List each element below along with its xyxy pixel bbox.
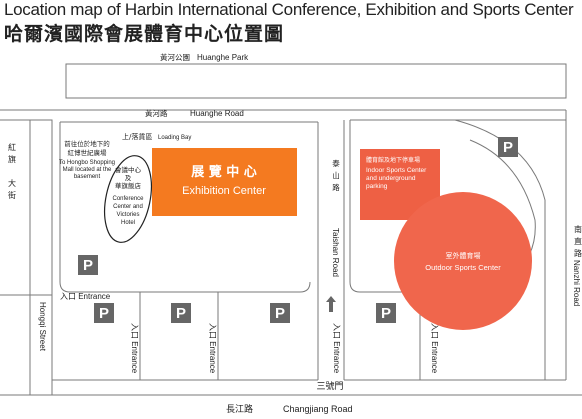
indoor-sports-label-en-3: parking <box>366 183 388 190</box>
conference-hotel-en-2: Center and <box>113 204 143 210</box>
conference-hotel-en-1: Conference <box>112 196 144 202</box>
sanhao-gate-label: 三號門 <box>316 380 343 392</box>
parking-icon-bottom-2: P <box>171 303 191 323</box>
huanghe-road-label-en: Huanghe Road <box>190 109 244 118</box>
exhibition-center-label-en: Exhibition Center <box>182 185 266 197</box>
nanzhi-road-zh-3: 路 <box>574 248 582 258</box>
huanghe-park-label-zh: 黃河公園 <box>160 52 190 62</box>
outdoor-sports-stadium <box>394 192 532 330</box>
indoor-sports-label-zh: 體育館及地下停車場 <box>366 156 420 164</box>
parking-icon-west: P <box>78 255 98 275</box>
taishan-road-zh-1: 泰 <box>332 158 340 168</box>
map-title-chinese: 哈爾濱國際會展體育中心位置圖 <box>4 23 285 45</box>
hongqi-street-en: Hongqi Street <box>38 302 47 352</box>
hongqi-street-zh-2: 旗 <box>8 154 16 164</box>
entrance-label-3: 入口 Entrance <box>332 323 341 374</box>
loading-bay-label-en: Loading Bay <box>158 135 191 141</box>
shopping-mall-en-3: basement <box>74 174 101 180</box>
entrance-label-west: 入口 Entrance <box>60 292 111 301</box>
exhibition-center-building <box>152 148 297 216</box>
indoor-sports-label-en-1: Indoor Sports Center <box>366 167 427 174</box>
changjiang-road-label-en: Changjiang Road <box>283 404 353 414</box>
hongqi-street-zh-3: 大 <box>8 178 16 188</box>
shopping-mall-zh-1: 前往位於地下的 <box>64 139 110 148</box>
huanghe-park-label-en: Huanghe Park <box>197 53 249 62</box>
parking-icon-bottom-4: P <box>376 303 396 323</box>
exhibition-center-label-zh: 展 覽 中 心 <box>191 164 257 180</box>
hongqi-street-zh-4: 街 <box>8 190 16 200</box>
entrance-label-1: 入口 Entrance <box>130 323 139 374</box>
shopping-mall-en-1: To Hongbo Shopping <box>59 160 115 166</box>
indoor-sports-label-en-2: and underground <box>366 175 416 182</box>
parking-icon-northeast: P <box>498 137 518 157</box>
hongqi-street-zh-1: 紅 <box>8 142 16 152</box>
map-title-english: Location map of Harbin International Con… <box>4 0 574 19</box>
outdoor-sports-label-zh: 室外體育場 <box>446 251 481 260</box>
conference-hotel-en-4: Hotel <box>121 220 135 226</box>
conference-hotel-zh-2: 及 <box>125 174 132 182</box>
direction-arrow-icon <box>326 296 336 312</box>
entrance-label-4: 入口 Entrance <box>430 323 439 374</box>
conference-hotel-zh-3: 華旗飯店 <box>115 181 142 190</box>
parking-icon-bottom-3: P <box>270 303 290 323</box>
road-network <box>0 109 582 396</box>
huanghe-park-block <box>65 63 567 99</box>
svg-text:P: P <box>176 305 186 322</box>
indoor-sports-building <box>360 149 440 220</box>
shopping-mall-en-2: Mall located at the <box>63 167 112 173</box>
outdoor-sports-label-en: Outdoor Sports Center <box>425 263 501 272</box>
taishan-road-en: Taishan Road <box>331 228 340 277</box>
shopping-mall-zh-2: 紅博世紀廣場 <box>68 148 108 157</box>
parking-icon-bottom-1: P <box>94 303 114 323</box>
svg-text:P: P <box>275 305 285 322</box>
loading-bay-label-zh: 上/落貨區 <box>122 132 152 141</box>
nanzhi-road-en: Nanzhi Road <box>572 260 581 306</box>
location-map: 展 覽 中 心 Exhibition Center 體育館及地下停車場 Indo… <box>0 52 582 415</box>
conference-hotel-zh-1: 會議中心 <box>115 165 142 174</box>
entrance-label-2: 入口 Entrance <box>208 323 217 374</box>
huanghe-road-label-zh: 黃河路 <box>145 108 168 118</box>
taishan-road-zh-3: 路 <box>332 182 340 192</box>
conference-hotel-outline <box>104 155 152 243</box>
changjiang-road-label-zh: 長江路 <box>226 403 253 415</box>
taishan-road-zh-2: 山 <box>332 170 340 180</box>
svg-text:P: P <box>83 257 93 274</box>
nanzhi-road-zh-2: 直 <box>574 236 582 246</box>
svg-text:P: P <box>381 305 391 322</box>
svg-text:P: P <box>99 305 109 322</box>
nanzhi-road-zh-1: 南 <box>574 224 582 234</box>
svg-text:P: P <box>503 139 513 156</box>
conference-hotel-en-3: Victories <box>117 212 140 218</box>
